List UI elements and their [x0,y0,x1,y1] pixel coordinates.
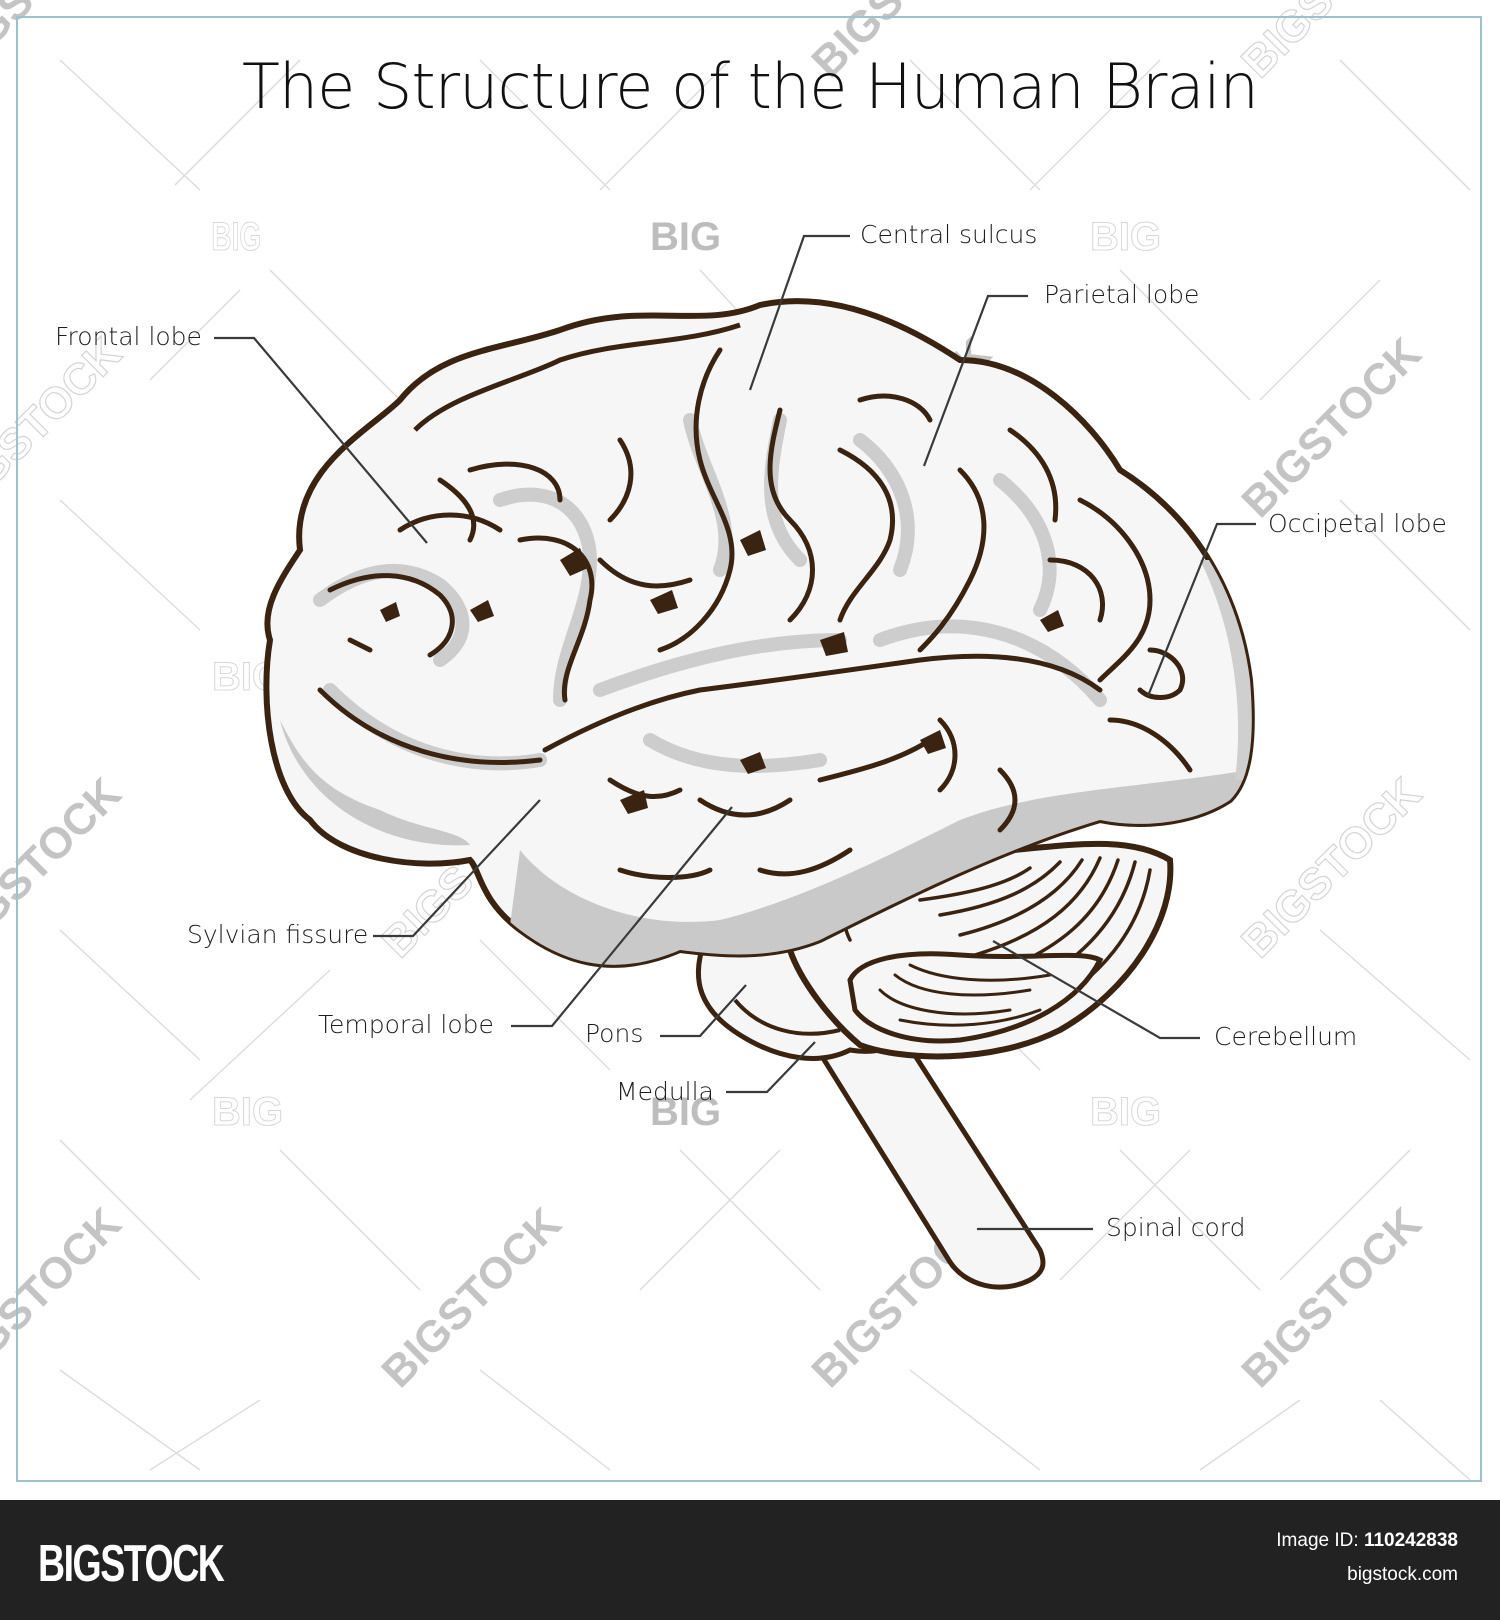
image-id-label: Image ID: [1276,1530,1359,1551]
image-id-value: 110242838 [1363,1530,1458,1551]
label-temporal-lobe: Temporal lobe [318,1010,494,1039]
diagram-canvas: BIG BIG BIG BIG BIG BIG BIG BIG BIG BIGS… [0,0,1482,1482]
site-link[interactable]: bigstock.com [1347,1564,1458,1585]
leader-central-sulcus [748,234,850,391]
leader-lines [214,234,1256,1231]
image-frame [16,16,1482,1482]
leader-sylvian-fissure [373,799,541,938]
leader-medulla [726,1041,816,1094]
diagram-title: The Structure of the Human Brain [242,50,1259,123]
label-occipetal-lobe: Occipetal lobe [1268,509,1447,538]
image-id: Image ID: 110242838 [1276,1530,1458,1552]
label-central-sulcus: Central sulcus [860,220,1038,249]
leader-cerebellum [992,940,1200,1040]
label-sylvian-fissure: Sylvian fissure [187,920,369,949]
footer-bar: BIGSTOCK Image ID: 110242838 bigstock.co… [0,1500,1500,1620]
label-medulla: Medulla [616,1077,714,1106]
leader-temporal-lobe [511,806,733,1028]
leader-pons [660,984,747,1038]
label-frontal-lobe: Frontal lobe [55,322,202,351]
label-spinal-cord: Spinal cord [1106,1213,1246,1242]
spinal-cord-shape [815,1037,1046,1290]
leader-frontal-lobe [214,336,428,544]
label-cerebellum: Cerebellum [1214,1022,1358,1051]
leader-occipetal-lobe [1146,522,1256,697]
bigstock-logo: BIGSTOCK [38,1535,225,1593]
label-parietal-lobe: Parietal lobe [1044,280,1200,309]
leader-parietal-lobe [922,294,1028,467]
brain-illustration [214,234,1256,1290]
label-pons: Pons [585,1019,644,1048]
